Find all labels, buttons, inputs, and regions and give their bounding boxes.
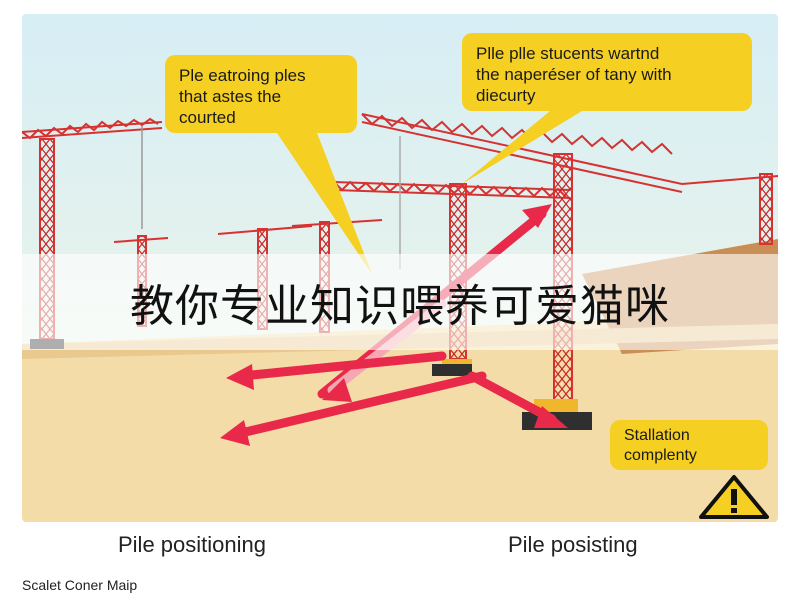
ground [22, 314, 778, 522]
pile-base [432, 364, 472, 376]
title-banner: 教你专业知识喂养可爱猫咪 [22, 254, 778, 350]
callout-bottom: Stallation complenty [610, 420, 768, 470]
caption-pile-positioning: Pile positioning [118, 532, 266, 557]
callout-left: Ple eatroing ples that astes the courted [165, 55, 357, 133]
callout-right-line: Plle plle stucents wartnd [476, 44, 660, 63]
callout-bottom-line: Stallation [624, 427, 690, 444]
callout-right: Plle plle stucents wartnd the naperéser … [462, 33, 752, 111]
callout-left-pointer [277, 133, 372, 274]
warning-icon [699, 475, 769, 519]
callout-left-line: courted [179, 108, 236, 127]
callout-right-line: the naperéser of tany with [476, 65, 672, 84]
callout-left-line: that astes the [179, 87, 282, 106]
callout-bottom-line: complenty [624, 447, 697, 464]
crane-far-right [681, 173, 778, 245]
footer-label: Scalet Coner Maip [22, 577, 138, 593]
banner-text: 教你专业知识喂养可爱猫咪 [130, 281, 670, 332]
callout-right-pointer [462, 111, 582, 184]
callout-left-line: Ple eatroing ples [179, 66, 306, 85]
caption-pile-posisting: Pile posisting [508, 532, 638, 557]
callout-right-line: diecurty [476, 86, 536, 105]
